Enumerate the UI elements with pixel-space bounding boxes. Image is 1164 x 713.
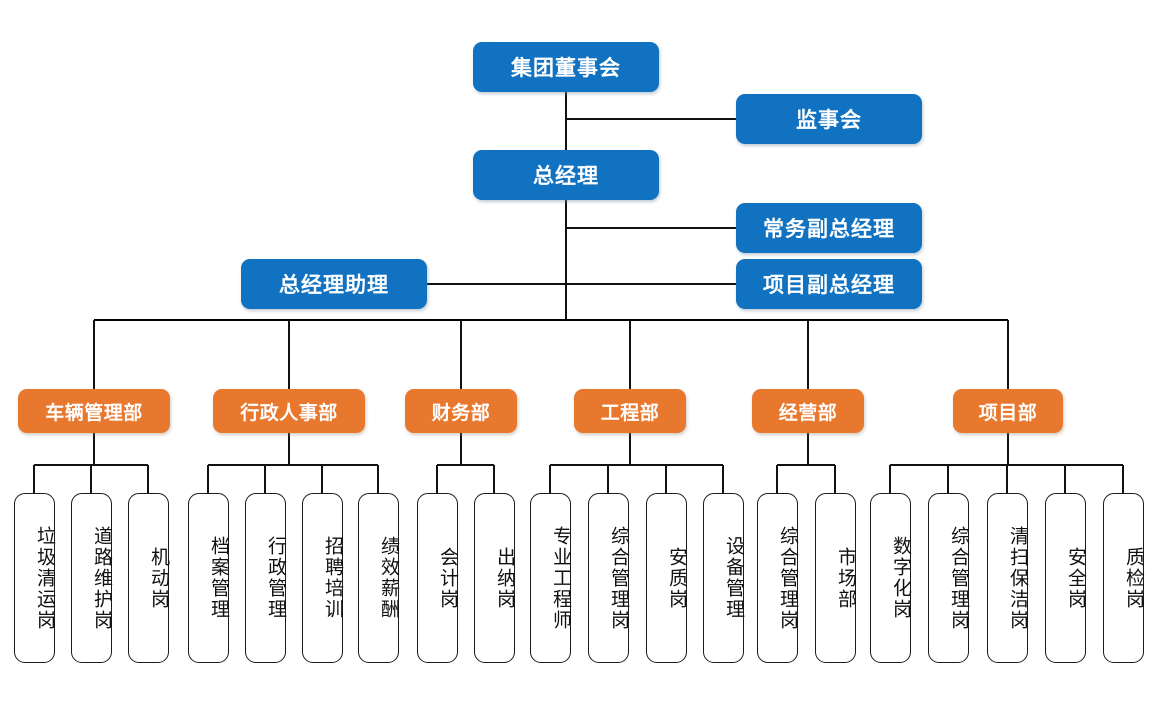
node-board-of-directors[interactable]: 集团董事会 bbox=[473, 42, 659, 92]
node-post-equipment-management[interactable]: 设备管理 bbox=[703, 493, 744, 663]
node-label: 档案管理 bbox=[208, 536, 229, 620]
node-label: 道路维护岗 bbox=[91, 525, 112, 631]
node-label: 机动岗 bbox=[148, 546, 169, 610]
node-post-cleaning-sanitation[interactable]: 清扫保洁岗 bbox=[987, 493, 1028, 663]
node-post-road-maintenance[interactable]: 道路维护岗 bbox=[71, 493, 112, 663]
node-department-vehicle-management[interactable]: 车辆管理部 bbox=[18, 389, 170, 433]
node-label: 设备管理 bbox=[723, 536, 744, 620]
node-board-of-supervisors[interactable]: 监事会 bbox=[736, 94, 922, 144]
node-general-manager-assistant[interactable]: 总经理助理 bbox=[241, 259, 427, 309]
node-label: 数字化岗 bbox=[890, 536, 911, 620]
node-executive-vice-general-manager[interactable]: 常务副总经理 bbox=[736, 203, 922, 253]
node-label: 财务部 bbox=[431, 402, 491, 424]
node-post-archive-management[interactable]: 档案管理 bbox=[188, 493, 229, 663]
node-post-accounting[interactable]: 会计岗 bbox=[417, 493, 458, 663]
node-label: 安全岗 bbox=[1065, 546, 1086, 610]
node-label: 经营部 bbox=[778, 402, 838, 424]
node-label: 总经理 bbox=[533, 165, 599, 188]
node-label: 综合管理岗 bbox=[608, 525, 629, 631]
node-label: 车辆管理部 bbox=[45, 402, 143, 424]
node-department-engineering[interactable]: 工程部 bbox=[574, 389, 686, 433]
node-label: 安质岗 bbox=[666, 546, 687, 610]
node-label: 专业工程师 bbox=[550, 525, 571, 631]
node-label: 常务副总经理 bbox=[763, 218, 895, 241]
node-label: 绩效薪酬 bbox=[378, 536, 399, 620]
node-label: 质检岗 bbox=[1123, 546, 1144, 610]
node-department-business-operations[interactable]: 经营部 bbox=[752, 389, 864, 433]
node-post-garbage-transport[interactable]: 垃圾清运岗 bbox=[14, 493, 55, 663]
node-department-administration-hr[interactable]: 行政人事部 bbox=[213, 389, 365, 433]
node-label: 集团董事会 bbox=[511, 57, 621, 80]
node-label: 综合管理岗 bbox=[777, 525, 798, 631]
node-label: 会计岗 bbox=[437, 546, 458, 610]
node-post-cashier[interactable]: 出纳岗 bbox=[474, 493, 515, 663]
node-post-safety[interactable]: 安全岗 bbox=[1045, 493, 1086, 663]
node-post-recruitment-training[interactable]: 招聘培训 bbox=[302, 493, 343, 663]
node-general-manager[interactable]: 总经理 bbox=[473, 150, 659, 200]
node-label: 综合管理岗 bbox=[948, 525, 969, 631]
node-post-professional-engineer[interactable]: 专业工程师 bbox=[530, 493, 571, 663]
node-label: 招聘培训 bbox=[322, 536, 343, 620]
node-label: 垃圾清运岗 bbox=[34, 525, 55, 631]
node-department-finance[interactable]: 财务部 bbox=[405, 389, 517, 433]
node-post-engineering-general-management[interactable]: 综合管理岗 bbox=[588, 493, 629, 663]
node-post-marketing[interactable]: 市场部 bbox=[815, 493, 856, 663]
node-label: 项目副总经理 bbox=[763, 274, 895, 297]
node-label: 行政人事部 bbox=[240, 402, 338, 424]
node-label: 工程部 bbox=[600, 402, 660, 424]
node-post-performance-compensation[interactable]: 绩效薪酬 bbox=[358, 493, 399, 663]
node-label: 监事会 bbox=[796, 109, 862, 132]
node-post-mobile-duty[interactable]: 机动岗 bbox=[128, 493, 169, 663]
node-label: 总经理助理 bbox=[279, 274, 389, 297]
node-post-safety-quality[interactable]: 安质岗 bbox=[646, 493, 687, 663]
node-post-administration-management[interactable]: 行政管理 bbox=[245, 493, 286, 663]
node-department-project[interactable]: 项目部 bbox=[953, 389, 1063, 433]
node-label: 行政管理 bbox=[265, 536, 286, 620]
node-project-vice-general-manager[interactable]: 项目副总经理 bbox=[736, 259, 922, 309]
node-post-quality-inspection[interactable]: 质检岗 bbox=[1103, 493, 1144, 663]
node-post-digitalization[interactable]: 数字化岗 bbox=[870, 493, 911, 663]
node-label: 清扫保洁岗 bbox=[1007, 525, 1028, 631]
node-label: 项目部 bbox=[978, 402, 1038, 424]
node-post-business-general-management[interactable]: 综合管理岗 bbox=[757, 493, 798, 663]
node-post-project-general-management[interactable]: 综合管理岗 bbox=[928, 493, 969, 663]
node-label: 市场部 bbox=[835, 546, 856, 610]
node-label: 出纳岗 bbox=[494, 546, 515, 610]
